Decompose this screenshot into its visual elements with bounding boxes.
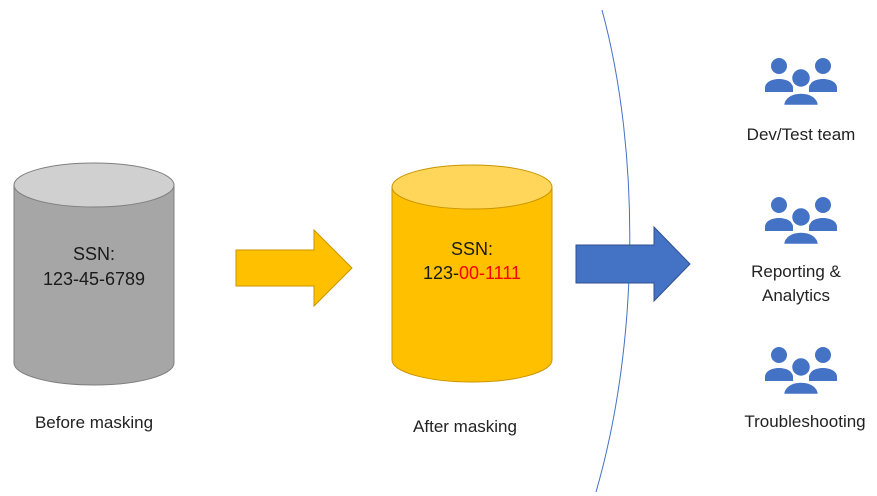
people-group-icon xyxy=(765,56,837,108)
team-label-troubleshooting: Troubleshooting xyxy=(744,412,866,431)
after-ssn-part-1: 123- xyxy=(422,263,459,283)
people-group-icon xyxy=(765,345,837,397)
before-ssn-value: 123-45-6789 xyxy=(42,269,146,289)
after-masking-database-icon xyxy=(391,164,553,383)
after-ssn-part-3: -1111 xyxy=(479,263,522,283)
after-masking-caption: After masking xyxy=(413,417,517,436)
after-ssn-value: 123-00-1111 xyxy=(397,261,547,285)
team-label-dev-test: Dev/Test team xyxy=(746,125,856,144)
masking-arrow xyxy=(235,228,353,308)
team-label-reporting-analytics: Reporting & Analytics xyxy=(751,262,841,305)
before-ssn-label: SSN: xyxy=(72,244,115,264)
before-masking-database-icon xyxy=(13,162,175,386)
after-ssn-masked-part: 00 xyxy=(458,263,480,283)
after-ssn-label: SSN: xyxy=(450,239,493,259)
people-group-icon xyxy=(765,195,837,247)
before-masking-caption: Before masking xyxy=(34,413,154,432)
distribution-arrow xyxy=(575,225,691,303)
